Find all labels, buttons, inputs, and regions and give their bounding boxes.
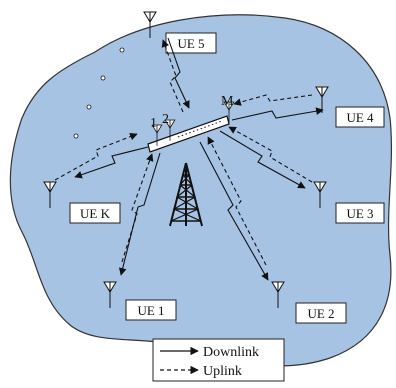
additional-users-dots xyxy=(73,47,125,139)
ue3-uplink xyxy=(228,126,313,183)
antenna-label-m: M xyxy=(221,94,234,109)
legend: Downlink Uplink xyxy=(152,338,285,382)
ue2-label: UE 2 xyxy=(307,306,334,321)
uek-box: UE K xyxy=(69,202,121,224)
legend-downlink-label: Downlink xyxy=(203,345,259,360)
ue1-label: UE 1 xyxy=(137,303,164,318)
ue5-label: UE 5 xyxy=(177,36,204,51)
antenna-array xyxy=(147,101,235,153)
ue4-label: UE 4 xyxy=(346,110,374,125)
ue2-box: UE 2 xyxy=(295,302,347,324)
ue3-label: UE 3 xyxy=(346,206,373,221)
ue5-uplink xyxy=(161,39,184,113)
ue4-uplink xyxy=(233,94,313,106)
cell-coverage-area xyxy=(9,14,393,367)
legend-uplink-label: Uplink xyxy=(203,364,242,379)
ue5-box: UE 5 xyxy=(165,32,217,54)
base-station-tower xyxy=(169,162,203,227)
uek-label: UE K xyxy=(80,206,111,221)
ue1-uplink xyxy=(121,153,154,263)
ue3-downlink xyxy=(219,130,306,189)
ue4-downlink xyxy=(231,107,324,121)
ue2-downlink xyxy=(199,141,269,281)
antenna-label-2: 2 xyxy=(162,112,169,127)
ue3-box: UE 3 xyxy=(335,202,385,224)
uek-uplink xyxy=(54,132,138,181)
antenna-label-1: 1 xyxy=(150,116,157,131)
ue1-downlink xyxy=(118,152,161,276)
links xyxy=(54,37,324,281)
uek-downlink xyxy=(74,146,149,179)
ue4-box: UE 4 xyxy=(335,106,385,128)
ue5-downlink xyxy=(167,37,190,109)
ue1-box: UE 1 xyxy=(125,299,177,321)
